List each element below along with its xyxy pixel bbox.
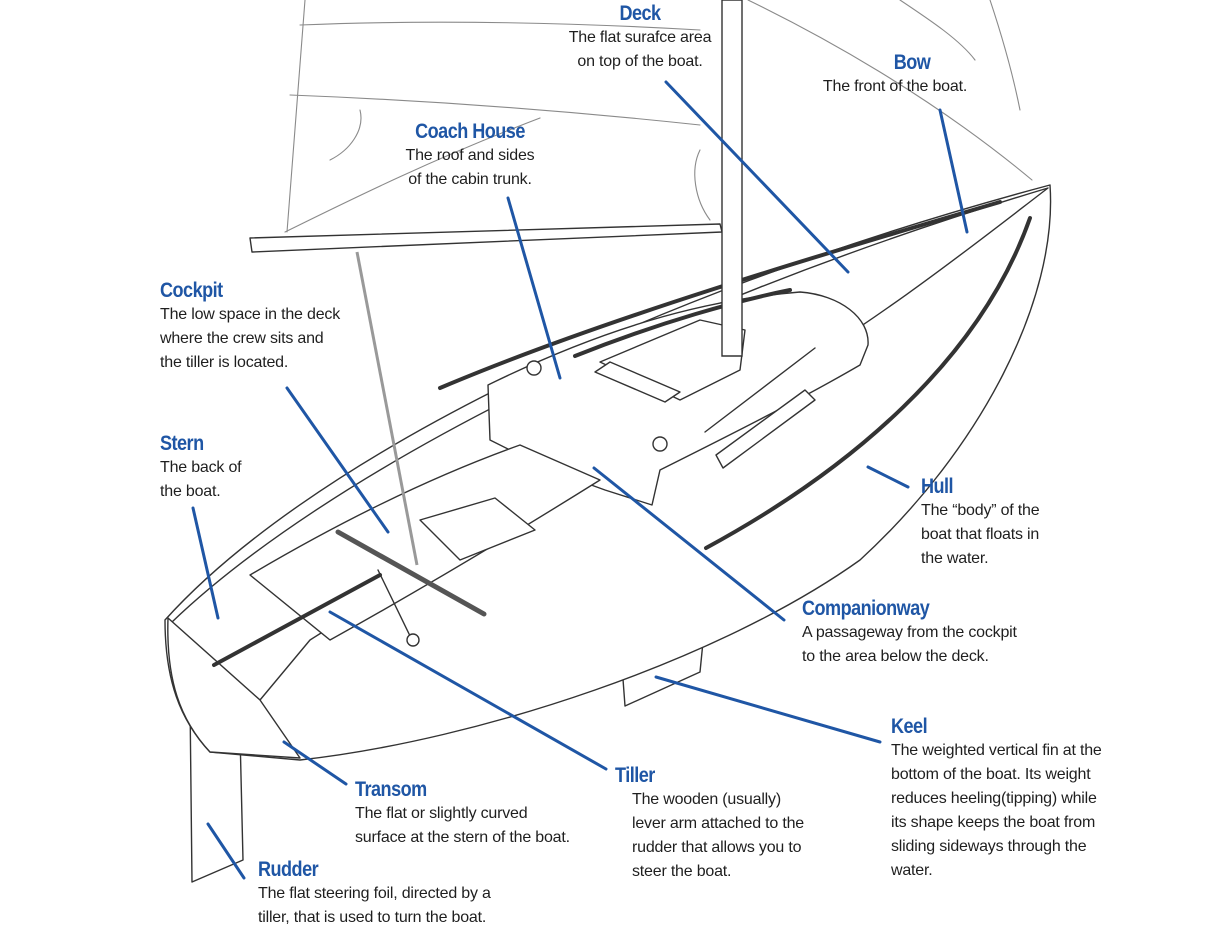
label-keel: Keel The weighted vertical fin at the bo…	[891, 715, 1191, 883]
leader-keel	[654, 675, 882, 744]
label-deck: Deck The flat surafce area on top of the…	[540, 2, 740, 74]
desc-stern: The back of the boat.	[160, 459, 242, 500]
term-stern: Stern	[160, 432, 204, 455]
leader-cockpit	[285, 386, 390, 534]
winch-right	[652, 436, 668, 452]
desc-coach-house: The roof and sides of the cabin trunk.	[405, 147, 535, 188]
term-rudder: Rudder	[258, 858, 319, 881]
label-coach-house: Coach House The roof and sides of the ca…	[370, 120, 570, 192]
cockpit-well	[249, 444, 601, 641]
desc-tiller: The wooden (usually) lever arm attached …	[632, 791, 804, 880]
desc-deck: The flat surafce area on top of the boat…	[568, 29, 712, 70]
label-stern: Stern The back of the boat.	[160, 432, 280, 504]
leader-companionway	[592, 466, 786, 622]
leader-stern	[191, 506, 220, 620]
boom	[249, 223, 723, 253]
desc-keel: The weighted vertical fin at the bottom …	[891, 742, 1102, 879]
desc-hull: The “body” of the boat that floats in th…	[921, 502, 1040, 567]
leader-hull	[866, 465, 910, 489]
jib-sail	[747, 0, 1033, 181]
label-bow: Bow The front of the boat.	[795, 51, 995, 99]
term-cockpit: Cockpit	[160, 279, 223, 302]
mast	[721, 0, 743, 357]
term-hull: Hull	[921, 475, 954, 498]
leader-tiller	[328, 610, 608, 771]
tiller	[212, 573, 382, 667]
desc-companionway: A passageway from the cockpit to the are…	[802, 624, 1017, 665]
mainsail	[284, 0, 711, 233]
leader-deck	[664, 80, 850, 274]
label-tiller: Tiller The wooden (usually) lever arm at…	[615, 764, 855, 884]
label-cockpit: Cockpit The low space in the deck where …	[160, 279, 400, 375]
leader-coach-house	[506, 196, 562, 380]
desc-rudder: The flat steering foil, directed by a ti…	[258, 885, 491, 926]
term-companionway: Companionway	[802, 597, 930, 620]
winch-left	[526, 360, 542, 376]
term-deck: Deck	[619, 2, 661, 25]
desc-transom: The flat or slightly curved surface at t…	[355, 805, 570, 846]
transom	[167, 617, 301, 759]
term-keel: Keel	[891, 715, 928, 738]
term-transom: Transom	[355, 778, 427, 801]
label-rudder: Rudder The flat steering foil, directed …	[258, 858, 568, 930]
leader-rudder	[206, 822, 246, 880]
leader-transom	[282, 740, 348, 786]
term-bow: Bow	[893, 51, 931, 74]
label-companionway: Companionway A passageway from the cockp…	[802, 597, 1092, 669]
term-tiller: Tiller	[615, 764, 655, 787]
term-coach-house: Coach House	[415, 120, 525, 143]
label-hull: Hull The “body” of the boat that floats …	[921, 475, 1091, 571]
desc-bow: The front of the boat.	[822, 78, 968, 95]
desc-cockpit: The low space in the deck where the crew…	[160, 306, 340, 371]
label-transom: Transom The flat or slightly curved surf…	[355, 778, 625, 850]
leader-bow	[938, 108, 969, 234]
